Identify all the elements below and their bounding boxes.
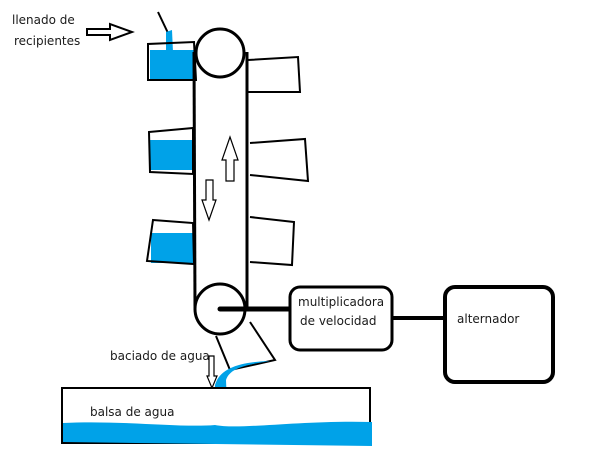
alternator-box [443,285,555,384]
bucket-full-2 [147,126,194,176]
bucket-discharging [215,321,277,372]
bucket-empty-3 [249,216,296,267]
bucket-full-1 [147,40,198,81]
down-arrow-icon [201,179,217,222]
alternator-label: alternador [457,312,520,326]
filling-label-1: llenado de [12,13,75,27]
bucket-full-3 [145,218,196,266]
multiplier-label-2: de velocidad [300,314,377,328]
discharge-label: baciado de agua [110,349,210,363]
multiplier-label-1: multiplicadora [298,295,385,309]
top-pulley [194,27,246,79]
filling-arrow-icon [86,22,135,42]
discharge-arrow-icon [206,355,218,390]
filling-label-2: recipientes [14,34,81,48]
pool-label: balsa de agua [90,405,175,419]
bucket-empty-2 [249,137,310,183]
bucket-empty-1 [247,55,302,93]
pool-water [63,421,372,446]
belt-left [192,51,197,311]
filling-pipe [157,11,169,34]
up-arrow-icon [221,135,239,182]
filling-stream [166,30,173,52]
